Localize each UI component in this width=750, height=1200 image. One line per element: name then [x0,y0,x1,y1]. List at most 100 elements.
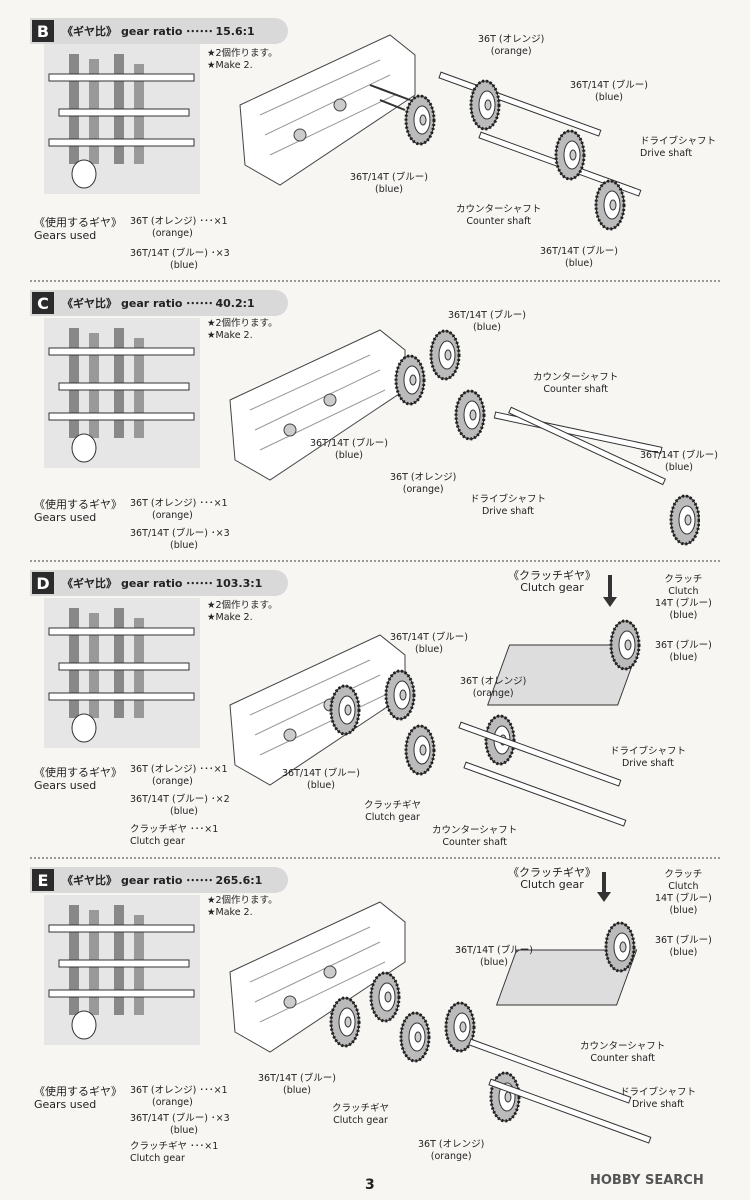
gears-used-en: Gears used [34,229,97,242]
callout-jp: 36T/14T (ブルー) [570,80,648,91]
ratio-label-jp: 《ギヤ比》 [62,297,117,310]
clutch-callout-line1: クラッチ [664,574,703,585]
callout-label: 36T (オレンジ)(orange) [418,1139,484,1163]
clutch-title-en: Clutch gear [520,581,584,594]
callout-label: 36T (オレンジ)(orange) [460,676,526,700]
callout-jp: ドライブシャフト [620,1087,697,1098]
gear-entry: 36T (オレンジ) ･･･×1 (orange) [130,216,228,240]
gear-stack-illustration [48,53,195,189]
clutch-title: 《クラッチギヤ》Clutch gear [508,570,596,594]
gear-entry: 36T/14T (ブルー) ･×3 (blue) [130,1113,230,1137]
ratio-label-jp: 《ギヤ比》 [62,25,117,38]
callout-jp: カウンターシャフト [580,1041,666,1052]
make-note: ★2個作ります。 ★Make 2. [207,48,278,72]
gears-used-en: Gears used [34,779,97,792]
callout-en: (blue) [479,957,508,968]
gears-used-title: 《使用するギヤ》 Gears used [34,498,122,524]
callout-jp: ドライブシャフト [640,136,717,147]
gear-entry-line1: 36T/14T (ブルー) ･×3 [130,1113,230,1124]
make-note-jp: ★2個作ります。 [207,600,278,611]
ratio-value: 265.6:1 [215,873,263,887]
gear-entry-line2: (orange) [152,1097,193,1108]
section-divider [30,280,720,282]
callout-jp: 36T (オレンジ) [418,1139,485,1150]
gear-entry-line1: 36T (オレンジ) ･･･×1 [130,764,228,775]
callout-en: (blue) [282,1085,311,1096]
clutch-callout-line4: (blue) [669,610,698,621]
callout-jp: カウンターシャフト [432,825,518,836]
callout-label: 36T/14T (ブルー)(blue) [640,450,718,474]
gear-entry-line1: 36T/14T (ブルー) ･×3 [130,248,230,259]
gear-entry-line2: (orange) [152,510,193,521]
clutch-callout-line1: 36T (ブルー) [655,935,712,946]
callout-jp: 36T/14T (ブルー) [455,945,533,956]
callout-en: Drive shaft [640,148,693,159]
callout-en: (blue) [472,322,501,333]
ratio-dots: ･･････ [185,25,213,38]
clutch-callout-line3: 14T (ブルー) [655,598,712,609]
section-header: C 《ギヤ比》 gear ratio ･･････ 40.2:1 [30,290,288,316]
gear-thumbnail [44,895,200,1045]
callout-jp: 36T (オレンジ) [390,472,457,483]
callout-jp: カウンターシャフト [533,372,619,383]
section-letter: E [32,869,54,891]
callout-label: 36T/14T (ブルー)(blue) [390,632,468,656]
make-note-jp: ★2個作ります。 [207,895,278,906]
gear-entry: 36T/14T (ブルー) ･×3 (blue) [130,528,230,552]
ratio-value: 103.3:1 [215,576,263,590]
gears-used-title: 《使用するギヤ》 Gears used [34,1085,122,1111]
callout-jp: 36T (オレンジ) [460,676,527,687]
ratio-label-en: gear ratio [121,576,183,590]
ratio-dots: ･･････ [185,577,213,590]
gear-entry: 36T/14T (ブルー) ･×2 (blue) [130,794,230,818]
gears-used-title: 《使用するギヤ》 Gears used [34,766,122,792]
callout-en: (blue) [306,780,335,791]
section-letter: B [32,20,54,42]
callout-label: 36T/14T (ブルー)(blue) [258,1073,336,1097]
clutch-callout-line2: Clutch [668,586,699,597]
callout-label: 36T/14T (ブルー)(blue) [350,172,428,196]
gear-entry: 36T (オレンジ) ･･･×1 (orange) [130,498,228,522]
ratio-dots: ･･････ [185,874,213,887]
clutch-callout-line1: クラッチ [664,869,703,880]
ratio-dots: ･･････ [185,297,213,310]
gear-entry-line2: (orange) [152,776,193,787]
callout-label: 36T/14T (ブルー)(blue) [570,80,648,104]
section-header: D 《ギヤ比》 gear ratio ･･････ 103.3:1 [30,570,288,596]
callout-jp: 36T/14T (ブルー) [350,172,428,183]
ratio-label-en: gear ratio [121,873,183,887]
callout-en: Drive shaft [481,506,535,517]
gear-entry: 36T (オレンジ) ･･･×1 (orange) [130,764,228,788]
gear-thumbnail [44,598,200,748]
callout-en: Counter shaft [590,1053,655,1064]
gear-entry-line2: (orange) [152,228,193,239]
gear-entry-line2: (blue) [170,260,198,271]
gears-used-jp: 《使用するギヤ》 [34,216,122,229]
gear-entry-line1: 36T (オレンジ) ･･･×1 [130,498,228,509]
make-note: ★2個作ります。 ★Make 2. [207,895,278,919]
callout-label: 36T/14T (ブルー)(blue) [455,945,533,969]
gear-entry-line2: (blue) [170,806,198,817]
gears-used-jp: 《使用するギヤ》 [34,1085,122,1098]
clutch-title-jp: 《クラッチギヤ》 [508,866,596,879]
callout-en: (blue) [374,184,403,195]
callout-jp: クラッチギヤ [332,1103,390,1114]
callout-jp: 36T/14T (ブルー) [640,450,718,461]
gear-entry: 36T/14T (ブルー) ･×3 (blue) [130,248,230,272]
gear-entry-line2: (blue) [170,1125,198,1136]
gear-stack-illustration [48,904,195,1040]
callout-en: (blue) [334,450,363,461]
callout-en: Clutch gear [365,812,420,823]
callout-en: (orange) [430,1151,472,1162]
callout-en: (orange) [490,46,532,57]
gear-entry: 36T (オレンジ) ･･･×1 (orange) [130,1085,228,1109]
callout-en: (blue) [564,258,593,269]
gear-thumbnail [44,44,200,194]
gear-stack-illustration [48,327,195,463]
